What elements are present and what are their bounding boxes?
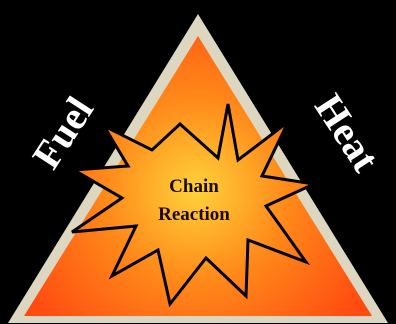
center-label-line1: Chain: [169, 176, 219, 197]
center-label-line2: Reaction: [158, 204, 230, 225]
